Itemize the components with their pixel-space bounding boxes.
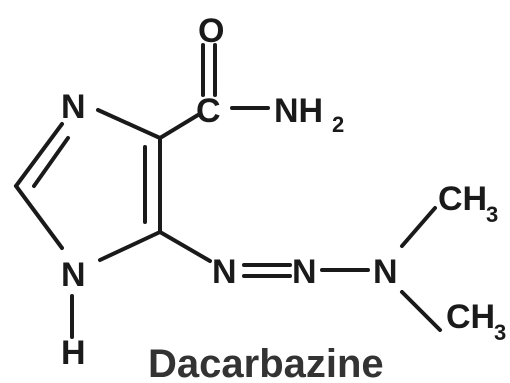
atom-methyl-bottom: CH bbox=[446, 298, 495, 336]
bond-c5-n1 bbox=[98, 230, 162, 262]
atom-amide-nitrogen: NH bbox=[274, 92, 323, 130]
atom-methyl-top: CH bbox=[438, 180, 487, 218]
bond-ring-carbonyl bbox=[158, 113, 200, 140]
atom-methyl-bottom-subscript: 3 bbox=[494, 320, 506, 345]
bond-ring-azo bbox=[158, 230, 212, 263]
bond-c2-n3 bbox=[14, 122, 64, 188]
atom-amine-nitrogen: N bbox=[373, 253, 398, 291]
bond-n1-c2 bbox=[14, 184, 64, 250]
atom-ring-nitrogen-top: N bbox=[61, 88, 86, 126]
atom-oxygen: O bbox=[198, 12, 224, 50]
atom-carbonyl-carbon: C bbox=[196, 92, 221, 130]
atom-methyl-top-subscript: 3 bbox=[486, 202, 498, 227]
atom-azo-nitrogen-2: N bbox=[292, 253, 317, 291]
atom-amide-subscript: 2 bbox=[332, 112, 344, 137]
atom-ring-hydrogen: H bbox=[61, 334, 86, 372]
bond-amine-ch3-bottom bbox=[400, 290, 442, 332]
bond-c2-n3-inner bbox=[32, 136, 70, 188]
bond-n3-c4 bbox=[96, 108, 162, 140]
bond-amine-ch3-top bbox=[400, 206, 437, 248]
molecule-name-caption: Dacarbazine bbox=[148, 342, 384, 383]
atom-ring-nitrogen-bottom: N bbox=[61, 256, 86, 294]
atom-azo-nitrogen-1: N bbox=[212, 253, 237, 291]
